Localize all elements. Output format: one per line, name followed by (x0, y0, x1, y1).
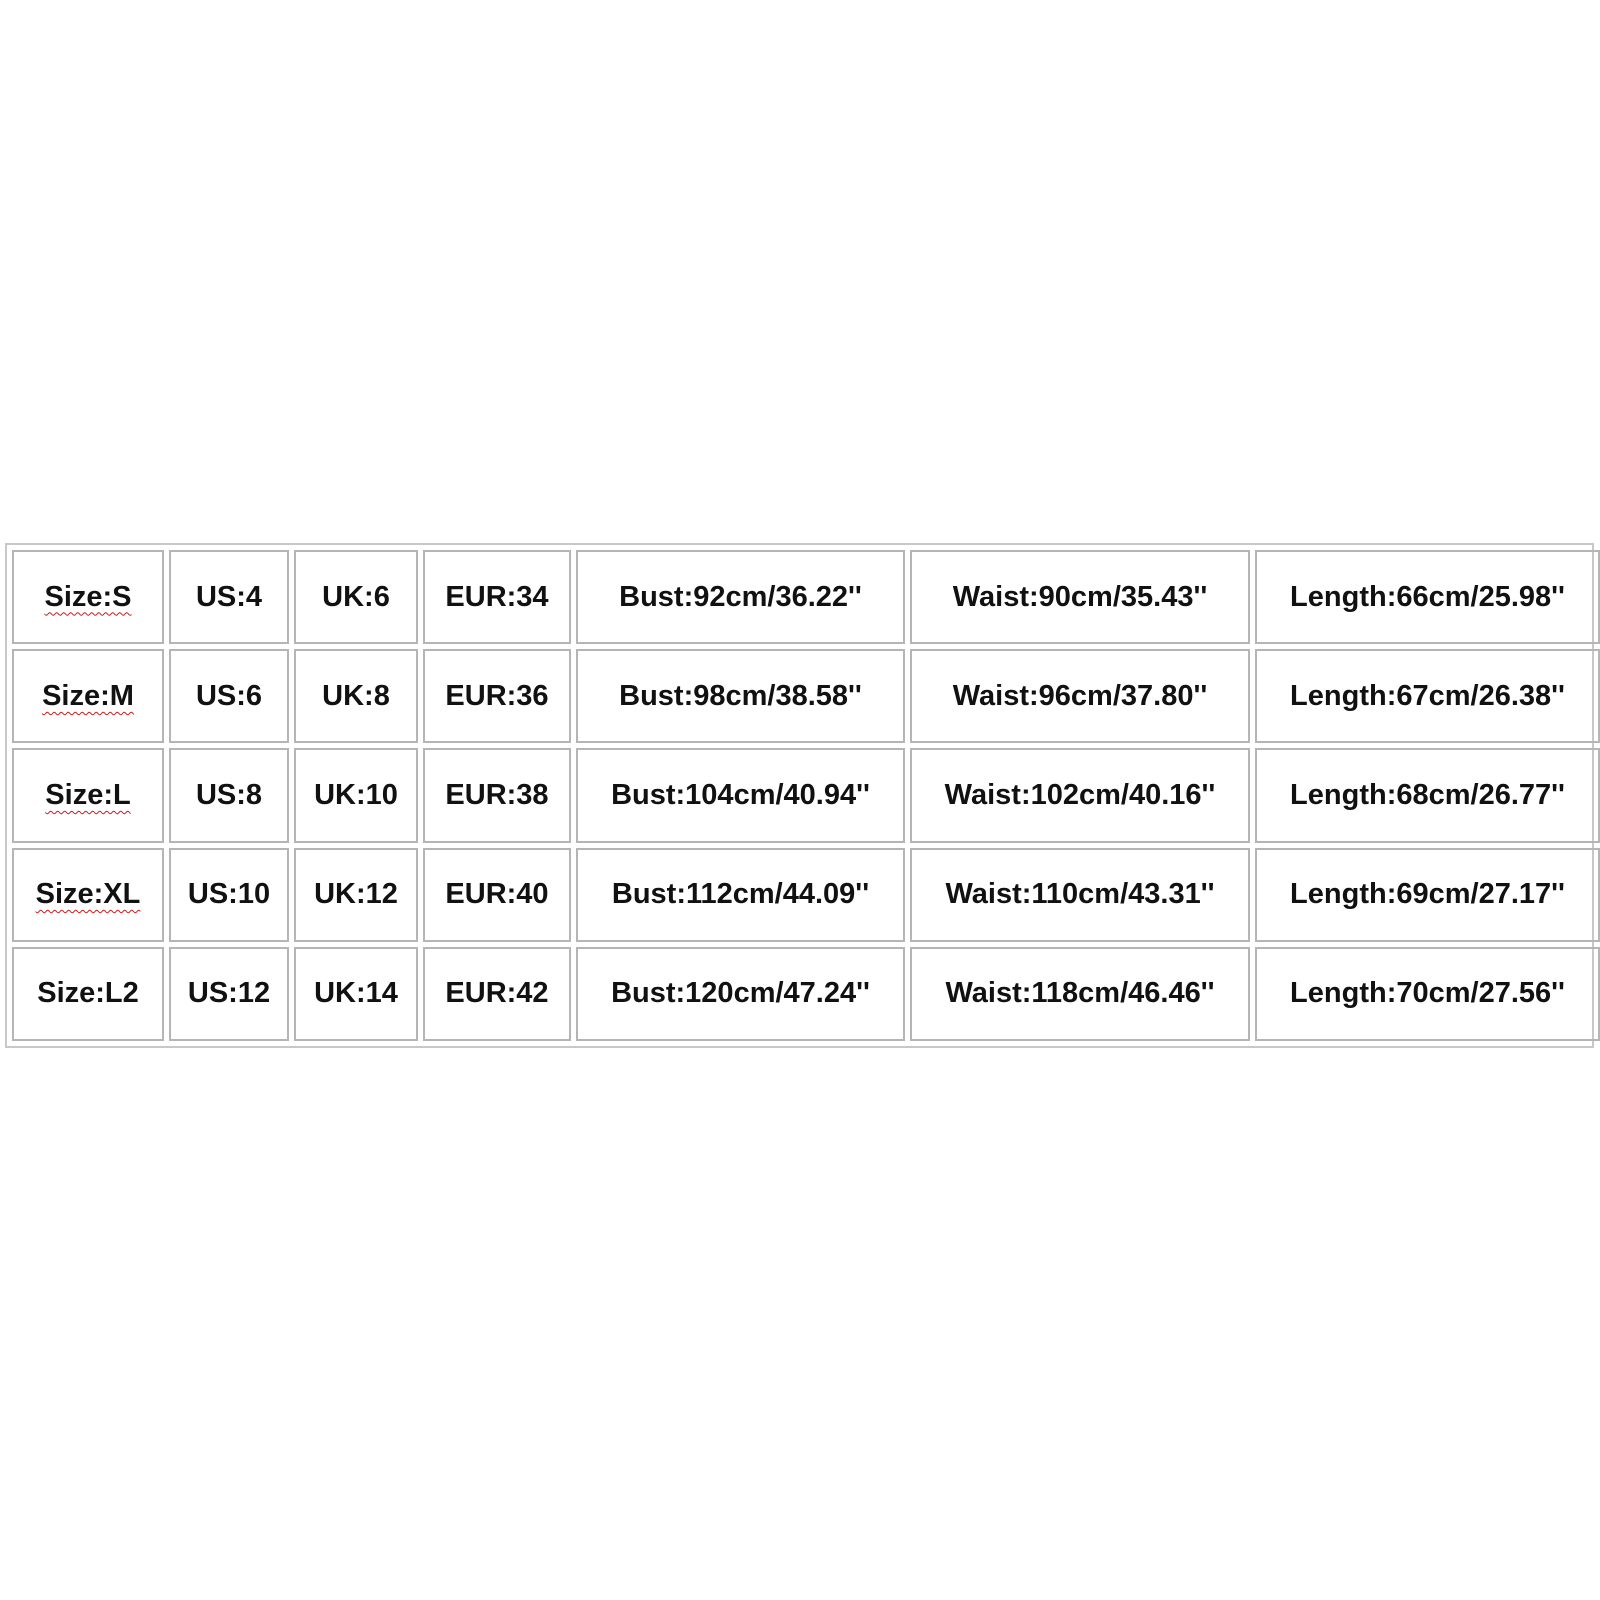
size-label: Size:M (42, 679, 134, 712)
bust-cell: Bust:98cm/38.58'' (576, 649, 905, 744)
length-cell: Length:70cm/27.56'' (1255, 946, 1600, 1041)
uk-size-cell: UK:14 (294, 946, 418, 1041)
eur-size-cell: EUR:40 (423, 847, 571, 942)
bust-cell: Bust:92cm/36.22'' (576, 550, 905, 645)
bust-cell: Bust:104cm/40.94'' (576, 748, 905, 843)
waist-cell: Waist:90cm/35.43'' (910, 550, 1250, 645)
size-cell: Size:L2 (12, 946, 164, 1041)
size-cell: Size:XL (12, 847, 164, 942)
length-cell: Length:69cm/27.17'' (1255, 847, 1600, 942)
waist-cell: Waist:110cm/43.31'' (910, 847, 1250, 942)
size-label: Size:XL (35, 878, 141, 911)
eur-size-cell: EUR:38 (423, 748, 571, 843)
waist-cell: Waist:102cm/40.16'' (910, 748, 1250, 843)
us-size-cell: US:10 (169, 847, 289, 942)
size-cell: Size:M (12, 649, 164, 744)
bust-cell: Bust:112cm/44.09'' (576, 847, 905, 942)
us-size-cell: US:4 (169, 550, 289, 645)
size-row: Size:S US:4 UK:6 EUR:34 Bust:92cm/36.22'… (12, 550, 1600, 645)
bust-cell: Bust:120cm/47.24'' (576, 946, 905, 1041)
us-size-cell: US:6 (169, 649, 289, 744)
uk-size-cell: UK:10 (294, 748, 418, 843)
length-cell: Length:67cm/26.38'' (1255, 649, 1600, 744)
eur-size-cell: EUR:34 (423, 550, 571, 645)
size-label: Size:L2 (37, 977, 139, 1010)
size-row: Size:XL US:10 UK:12 EUR:40 Bust:112cm/44… (12, 847, 1600, 942)
length-cell: Length:68cm/26.77'' (1255, 748, 1600, 843)
us-size-cell: US:12 (169, 946, 289, 1041)
size-chart-table: Size:S US:4 UK:6 EUR:34 Bust:92cm/36.22'… (7, 545, 1600, 1046)
size-cell: Size:L (12, 748, 164, 843)
us-size-cell: US:8 (169, 748, 289, 843)
size-row: Size:L2 US:12 UK:14 EUR:42 Bust:120cm/47… (12, 946, 1600, 1041)
size-label: Size:L (45, 778, 131, 811)
size-row: Size:L US:8 UK:10 EUR:38 Bust:104cm/40.9… (12, 748, 1600, 843)
uk-size-cell: UK:12 (294, 847, 418, 942)
waist-cell: Waist:118cm/46.46'' (910, 946, 1250, 1041)
size-row: Size:M US:6 UK:8 EUR:36 Bust:98cm/38.58'… (12, 649, 1600, 744)
size-chart: Size:S US:4 UK:6 EUR:34 Bust:92cm/36.22'… (5, 543, 1600, 1048)
uk-size-cell: UK:6 (294, 550, 418, 645)
size-cell: Size:S (12, 550, 164, 645)
eur-size-cell: EUR:42 (423, 946, 571, 1041)
waist-cell: Waist:96cm/37.80'' (910, 649, 1250, 744)
uk-size-cell: UK:8 (294, 649, 418, 744)
size-label: Size:S (44, 580, 132, 613)
eur-size-cell: EUR:36 (423, 649, 571, 744)
length-cell: Length:66cm/25.98'' (1255, 550, 1600, 645)
